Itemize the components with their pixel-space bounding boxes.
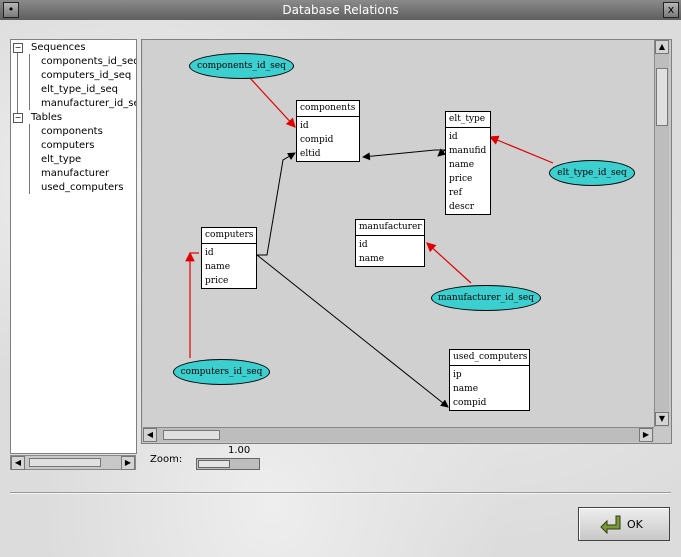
enter-arrow-icon <box>600 515 621 534</box>
zoom-slider[interactable] <box>196 458 260 470</box>
tree-item-components[interactable]: components <box>41 126 103 137</box>
sequence-manufacturer-id-seq[interactable]: manufacturer_id_seq <box>431 285 541 311</box>
table-name: elt_type <box>446 112 490 128</box>
scroll-right-icon[interactable]: ▶ <box>639 428 653 442</box>
table-column: compid <box>300 135 334 145</box>
table-computers[interactable]: computers id name price <box>201 227 257 289</box>
diagram-horizontal-scrollbar[interactable]: ◀ ▶ <box>143 427 654 442</box>
fk-link-components-compid <box>257 152 296 256</box>
seq-link-components <box>249 77 296 128</box>
table-column: id <box>300 121 309 131</box>
tree-item-elt-type-id-seq[interactable]: elt_type_id_seq <box>41 84 119 95</box>
tree-horizontal-scrollbar[interactable]: ◀ ▶ <box>10 455 136 470</box>
table-used-computers[interactable]: used_computers ip name compid <box>449 349 530 411</box>
close-button[interactable]: x <box>663 2 679 18</box>
scroll-up-icon[interactable]: ▲ <box>655 40 669 54</box>
table-name: computers <box>202 228 256 244</box>
ok-button[interactable]: OK <box>578 507 670 541</box>
table-column: id <box>205 248 214 258</box>
scroll-left-icon[interactable]: ◀ <box>11 456 25 470</box>
table-column: ip <box>453 370 462 380</box>
tree-group-label: Sequences <box>31 42 86 53</box>
collapse-icon[interactable]: − <box>13 113 23 123</box>
ok-label: OK <box>627 518 643 531</box>
table-column: name <box>359 254 385 264</box>
relation-links <box>185 77 554 408</box>
zoom-value: 1.00 <box>228 445 251 456</box>
zoom-label: Zoom: <box>150 454 183 465</box>
table-column: descr <box>449 202 475 212</box>
table-column: compid <box>453 398 487 408</box>
table-column: ref <box>449 188 462 198</box>
seq-link-manufacturer <box>426 242 472 284</box>
relations-diagram[interactable]: components id compid eltid elt_type id m… <box>143 40 654 427</box>
table-column: eltid <box>300 149 321 159</box>
window-menu-icon: • <box>7 3 15 16</box>
scroll-right-icon[interactable]: ▶ <box>121 456 135 470</box>
table-column: name <box>449 160 475 170</box>
table-column: price <box>449 174 473 184</box>
diagram-vertical-scrollbar[interactable]: ▲ ▼ <box>654 40 669 427</box>
scroll-thumb[interactable] <box>656 68 668 126</box>
table-column: price <box>205 276 229 286</box>
table-components[interactable]: components id compid eltid <box>296 100 360 162</box>
table-column: id <box>449 132 458 142</box>
close-icon: x <box>667 3 675 16</box>
tree-item-computers[interactable]: computers <box>41 140 95 151</box>
object-tree[interactable]: − Sequences components_id_seq computers_… <box>10 39 137 454</box>
table-name: manufacturer <box>356 220 424 236</box>
title-bar[interactable]: • Database Relations x <box>0 0 681 21</box>
scroll-down-icon[interactable]: ▼ <box>655 412 669 426</box>
tree-item-elt-type[interactable]: elt_type <box>41 154 82 165</box>
tree-item-manufacturer[interactable]: manufacturer <box>41 168 110 179</box>
table-elt-type[interactable]: elt_type id manufid name price ref descr <box>445 111 491 215</box>
zoom-slider-thumb[interactable] <box>198 460 230 468</box>
sequence-components-id-seq[interactable]: components_id_seq <box>189 53 294 79</box>
window-menu-button[interactable]: • <box>3 2 19 18</box>
scroll-thumb[interactable] <box>163 430 220 440</box>
table-column: manufid <box>449 146 487 156</box>
fk-link-used-computers-compid <box>256 254 449 408</box>
tree-item-used-computers[interactable]: used_computers <box>41 182 124 193</box>
sequence-computers-id-seq[interactable]: computers_id_seq <box>173 359 270 385</box>
tree-group-label: Tables <box>31 112 63 123</box>
tree-item-components-id-seq[interactable]: components_id_seq <box>41 56 137 67</box>
seq-link-elt-type <box>488 135 554 164</box>
scroll-left-icon[interactable]: ◀ <box>143 428 157 442</box>
tree-item-computers-id-seq[interactable]: computers_id_seq <box>41 70 132 81</box>
table-manufacturer[interactable]: manufacturer id name <box>355 219 425 267</box>
scroll-thumb[interactable] <box>29 458 101 467</box>
tree-item-manufacturer-id-seq[interactable]: manufacturer_id_seq <box>41 98 137 109</box>
fk-link-elt-type-eltid <box>362 149 445 161</box>
table-name: components <box>297 101 359 117</box>
sequence-elt-type-id-seq[interactable]: elt_type_id_seq <box>549 160 635 186</box>
window-title: Database Relations <box>282 3 399 17</box>
collapse-icon[interactable]: − <box>13 43 23 53</box>
divider <box>10 492 671 494</box>
table-column: name <box>453 384 479 394</box>
table-column: id <box>359 240 368 250</box>
table-column: name <box>205 262 231 272</box>
table-name: used_computers <box>450 350 529 366</box>
